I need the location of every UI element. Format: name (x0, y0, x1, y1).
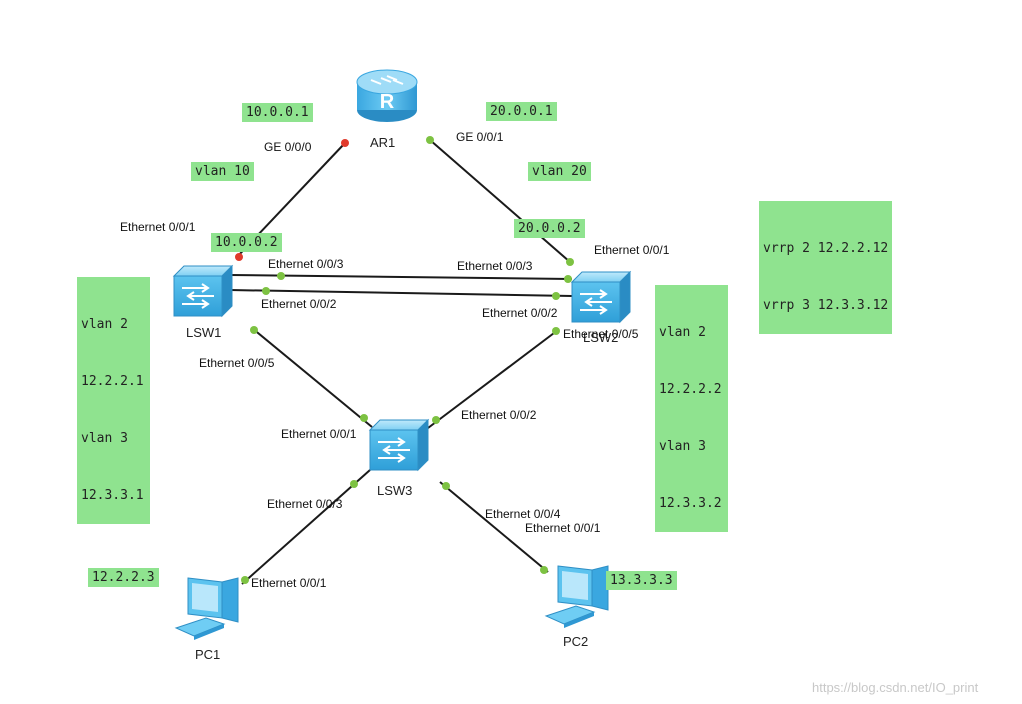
ip-tag-lsw1-uplink: 10.0.0.2 (211, 233, 282, 252)
switch-lsw1-icon[interactable] (173, 265, 233, 317)
port-dot-lsw3-e003 (350, 480, 358, 488)
ip-tag-ar1-ge000: 10.0.0.1 (242, 103, 313, 122)
link-ar1-lsw2 (429, 139, 571, 263)
port-label-lsw1-e002: Ethernet 0/0/2 (261, 297, 337, 311)
port-label-lsw2-e005: Ethernet 0/0/5 (563, 327, 639, 341)
lsw1-config-line: 12.2.2.1 (81, 374, 144, 389)
port-label-lsw3-e004: Ethernet 0/0/4 (485, 507, 561, 521)
port-dot-lsw2-e001 (566, 258, 574, 266)
port-dot-ar1-ge000 (341, 139, 349, 147)
port-dot-lsw2-e003 (564, 275, 572, 283)
port-dot-pc2-e001 (540, 566, 548, 574)
vlan-tag-right: vlan 20 (528, 162, 591, 181)
router-icon[interactable]: R (356, 69, 418, 122)
lsw1-config-line: 12.3.3.1 (81, 488, 144, 503)
port-label-lsw2-e003: Ethernet 0/0/3 (457, 259, 533, 273)
port-label-lsw1-e003: Ethernet 0/0/3 (268, 257, 344, 271)
device-label-ar1: AR1 (370, 135, 395, 150)
pc1-icon[interactable] (175, 577, 239, 641)
ip-tag-pc1: 12.2.2.3 (88, 568, 159, 587)
port-label-lsw1-e005: Ethernet 0/0/5 (199, 356, 275, 370)
vlan-tag-left: vlan 10 (191, 162, 254, 181)
port-label-ar1-ge000: GE 0/0/0 (264, 140, 312, 154)
port-label-lsw3-e003: Ethernet 0/0/3 (267, 497, 343, 511)
port-dot-ar1-ge001 (426, 136, 434, 144)
device-label-lsw3: LSW3 (377, 483, 412, 498)
pc2-icon[interactable] (545, 565, 609, 629)
svg-text:R: R (380, 91, 395, 113)
device-label-lsw1: LSW1 (186, 325, 221, 340)
port-label-lsw3-e002: Ethernet 0/0/2 (461, 408, 537, 422)
lsw1-config-line: vlan 3 (81, 431, 128, 446)
port-dot-lsw1-e001 (235, 253, 243, 261)
link-lsw1-lsw2-e002 (229, 289, 573, 297)
ip-tag-lsw2-uplink: 20.0.0.2 (514, 219, 585, 238)
link-lsw2-lsw3 (427, 329, 559, 429)
lsw2-config-line: 12.2.2.2 (659, 382, 722, 397)
link-lsw3-pc1 (241, 469, 371, 585)
ip-tag-ar1-ge001: 20.0.0.1 (486, 102, 557, 121)
link-lsw3-pc2 (439, 481, 549, 573)
port-dot-lsw3-e002 (432, 416, 440, 424)
port-label-ar1-ge001: GE 0/0/1 (456, 130, 504, 144)
lsw1-config-tag: vlan 2 12.2.2.1 vlan 3 12.3.3.1 (77, 277, 150, 524)
link-lsw1-lsw3 (251, 327, 373, 428)
lsw1-config-line: vlan 2 (81, 317, 128, 332)
ip-tag-pc2: 13.3.3.3 (606, 571, 677, 590)
port-dot-lsw2-e002 (552, 292, 560, 300)
port-label-lsw3-e001: Ethernet 0/0/1 (281, 427, 357, 441)
port-dot-lsw1-e003 (277, 272, 285, 280)
port-label-lsw2-e002: Ethernet 0/0/2 (482, 306, 558, 320)
device-label-pc2: PC2 (563, 634, 588, 649)
lsw2-config-line: vlan 2 (659, 325, 706, 340)
switch-lsw3-icon[interactable] (369, 419, 429, 471)
port-dot-lsw3-e001 (360, 414, 368, 422)
watermark: https://blog.csdn.net/IO_print (812, 680, 979, 695)
port-dot-lsw1-e005 (250, 326, 258, 334)
lsw2-config-line: 12.3.3.2 (659, 496, 722, 511)
vrrp-config-tag: vrrp 2 12.2.2.12 vrrp 3 12.3.3.12 (759, 201, 893, 334)
lsw2-config-tag: vlan 2 12.2.2.2 vlan 3 12.3.3.2 (655, 285, 728, 532)
port-label-pc1-e001: Ethernet 0/0/1 (251, 576, 327, 590)
port-label-lsw1-e001: Ethernet 0/0/1 (120, 220, 196, 234)
vrrp-config-line: vrrp 2 12.2.2.12 (763, 241, 889, 256)
vrrp-config-line: vrrp 3 12.3.3.12 (763, 298, 889, 313)
port-dot-pc1-e001 (241, 576, 249, 584)
port-label-pc2-e001: Ethernet 0/0/1 (525, 521, 601, 535)
port-dot-lsw3-e004 (442, 482, 450, 490)
switch-lsw2-icon[interactable] (571, 271, 631, 323)
device-label-lsw2: LSW2 (583, 330, 618, 345)
port-dot-lsw1-e002 (262, 287, 270, 295)
lsw2-config-line: vlan 3 (659, 439, 706, 454)
port-dot-lsw2-e005 (552, 327, 560, 335)
device-label-pc1: PC1 (195, 647, 220, 662)
port-label-lsw2-e001: Ethernet 0/0/1 (594, 243, 670, 257)
link-lsw1-lsw2-e003 (229, 274, 573, 280)
